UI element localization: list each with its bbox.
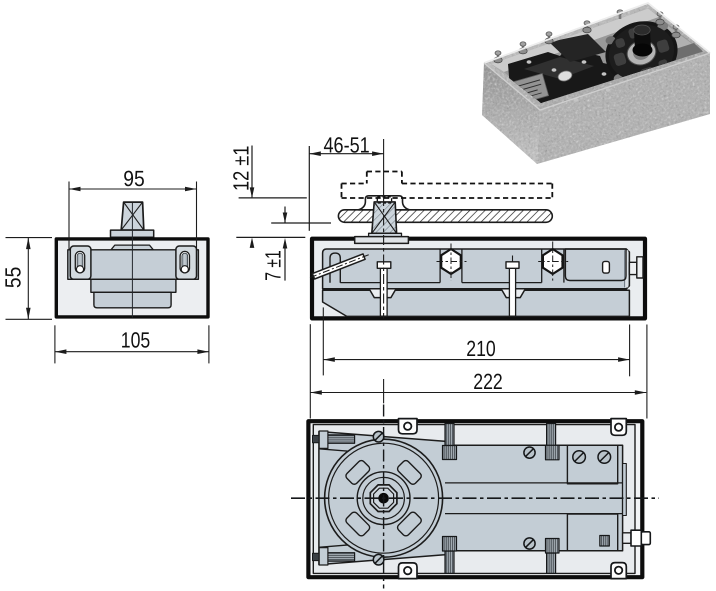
svg-text:210: 210: [466, 336, 496, 361]
svg-text:222: 222: [473, 369, 503, 394]
svg-text:46-51: 46-51: [323, 132, 369, 157]
svg-text:12 ±1: 12 ±1: [229, 146, 254, 192]
svg-text:7 ±1: 7 ±1: [261, 250, 286, 281]
svg-text:95: 95: [123, 166, 145, 191]
svg-text:55: 55: [1, 267, 26, 289]
svg-text:105: 105: [121, 327, 151, 352]
